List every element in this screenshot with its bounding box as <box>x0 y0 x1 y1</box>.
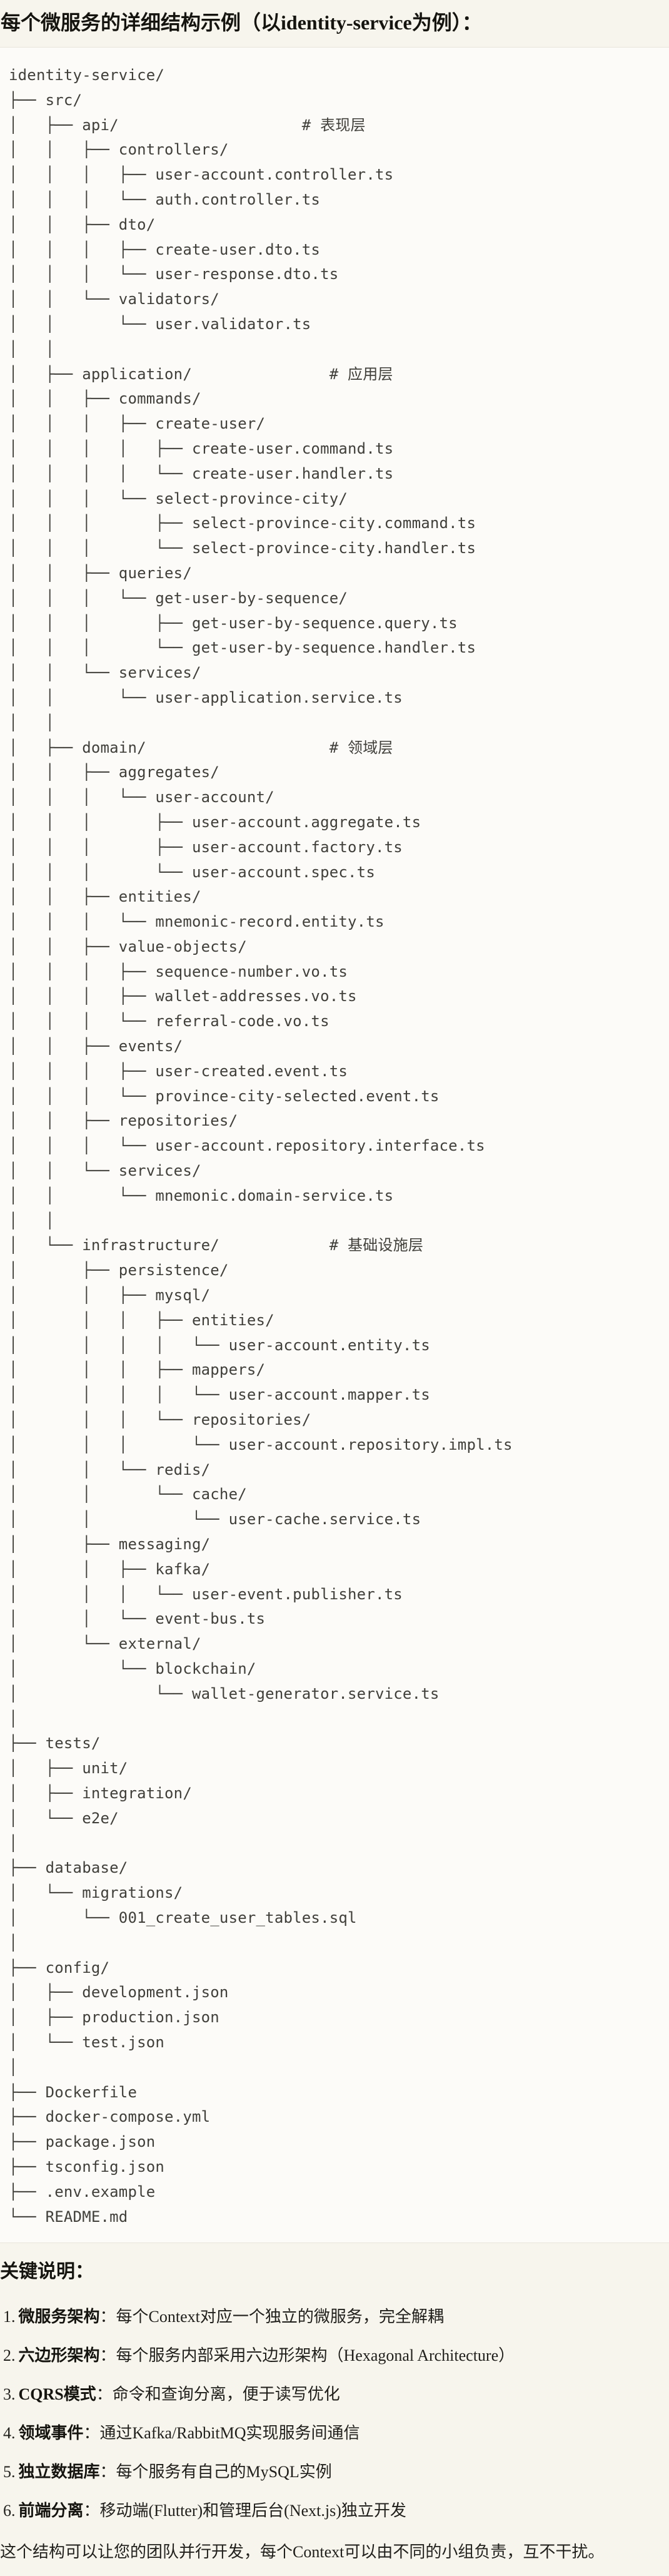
closing-paragraph: 这个结构可以让您的团队并行开发，每个Context可以由不同的小组负责，互不干扰… <box>0 2543 605 2562</box>
notes-section: 关键说明： 1.微服务架构：每个Context对应一个独立的微服务，完全解耦 2… <box>0 2259 669 2565</box>
note-item: 1.微服务架构：每个Context对应一个独立的微服务，完全解耦 <box>3 2304 669 2329</box>
note-item: 6.前端分离：移动端(Flutter)和管理后台(Next.js)独立开发 <box>3 2498 669 2523</box>
page-title: 每个微服务的详细结构示例（以identity-service为例）： <box>1 11 482 34</box>
note-item-term: 六边形架构 <box>18 2346 100 2365</box>
note-item-number: 6. <box>3 2502 16 2520</box>
note-item-number: 5. <box>3 2463 16 2482</box>
note-item-desc: ：命令和查询分离，便于读写优化 <box>96 2385 340 2404</box>
note-item-number: 2. <box>3 2346 16 2365</box>
note-item-number: 4. <box>3 2424 16 2443</box>
note-item: 3.CQRS模式：命令和查询分离，便于读写优化 <box>3 2382 669 2407</box>
note-item-term: 独立数据库 <box>18 2463 100 2482</box>
note-item: 4.领域事件：通过Kafka/RabbitMQ实现服务间通信 <box>3 2421 669 2446</box>
note-item: 2.六边形架构：每个服务内部采用六边形架构（Hexagonal Architec… <box>3 2343 669 2368</box>
notes-heading: 关键说明： <box>0 2261 94 2283</box>
note-item-desc: ：每个服务有自己的MySQL实例 <box>99 2463 332 2482</box>
note-item-number: 1. <box>3 2308 16 2326</box>
note-item-desc: ：每个Context对应一个独立的微服务，完全解耦 <box>99 2308 444 2326</box>
note-item-term: 前端分离 <box>18 2502 84 2520</box>
note-item-number: 3. <box>3 2385 16 2404</box>
directory-tree-code-block: identity-service/ ├── src/ │ ├── api/ # … <box>0 47 669 2244</box>
note-item-term: 微服务架构 <box>18 2308 100 2326</box>
directory-tree: identity-service/ ├── src/ │ ├── api/ # … <box>9 66 513 2226</box>
note-item-desc: ：通过Kafka/RabbitMQ实现服务间通信 <box>83 2424 360 2443</box>
note-item-desc: ：移动端(Flutter)和管理后台(Next.js)独立开发 <box>83 2502 406 2520</box>
notes-list: 1.微服务架构：每个Context对应一个独立的微服务，完全解耦 2.六边形架构… <box>0 2304 669 2523</box>
note-item-term: CQRS模式 <box>18 2385 96 2404</box>
note-item-desc: ：每个服务内部采用六边形架构（Hexagonal Architecture） <box>99 2346 515 2365</box>
note-item: 5.独立数据库：每个服务有自己的MySQL实例 <box>3 2460 669 2485</box>
note-item-term: 领域事件 <box>18 2424 84 2443</box>
